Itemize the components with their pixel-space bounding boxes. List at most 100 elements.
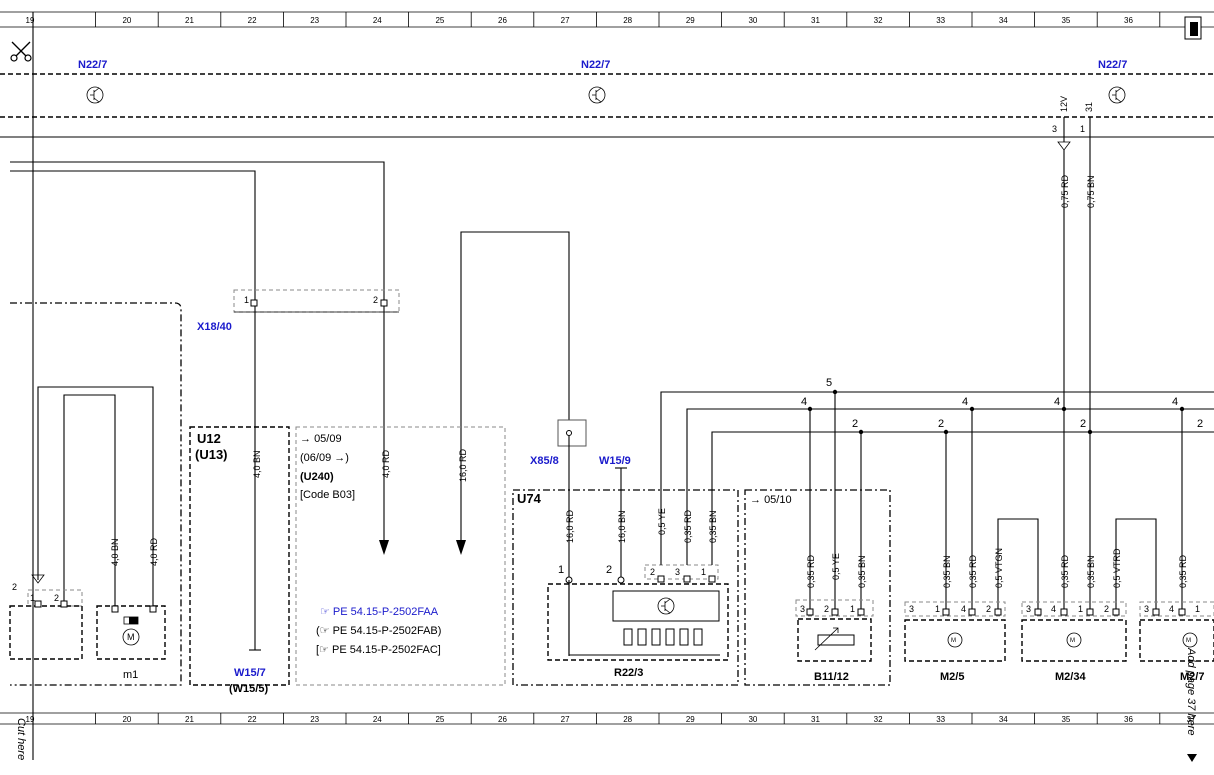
- ruler-number: 35: [1061, 16, 1070, 25]
- thermistor-icon: [817, 634, 855, 646]
- u74-label: U74: [517, 491, 542, 506]
- pin-terminal: [60, 600, 68, 608]
- ruler-number: 28: [623, 16, 632, 25]
- pin-connectors: [34, 575, 1186, 616]
- wire: [660, 391, 1214, 565]
- ruler-number: 24: [373, 16, 382, 25]
- wire-label: 4,0 BN: [110, 538, 120, 566]
- pin-terminal: [1112, 608, 1120, 616]
- transistor-icon: [86, 86, 104, 104]
- bus-label: 2: [1197, 418, 1203, 430]
- pin-label: 2: [824, 604, 829, 614]
- wire: [63, 394, 116, 606]
- wire-label: 4,0 RD: [149, 537, 159, 566]
- ruler-number: 30: [748, 715, 757, 724]
- add-page-note: Add page 37 here: [1185, 647, 1197, 735]
- ruler-number: 28: [623, 715, 632, 724]
- ruler-number: 22: [248, 715, 257, 724]
- code-label: [Code B03]: [300, 489, 355, 501]
- pin-label: 1: [244, 295, 249, 305]
- wire-label: 0,35 BN: [857, 555, 867, 588]
- ruler-number: 31: [811, 715, 820, 724]
- pin-terminal: [149, 605, 157, 613]
- ruler-number: 21: [185, 715, 194, 724]
- cut-here-label: Cut here: [15, 718, 27, 760]
- pin-terminal: [657, 575, 665, 583]
- ground-symbol: [1057, 141, 1071, 151]
- svg-text:M: M: [127, 632, 135, 642]
- ruler-number: 24: [373, 715, 382, 724]
- b11-12-box: [744, 489, 891, 686]
- m2-34-label: M2/34: [1055, 671, 1086, 683]
- pin-label: 2: [986, 604, 991, 614]
- r22-3-connector: [644, 564, 719, 580]
- svg-text:M: M: [1070, 638, 1075, 644]
- svg-text:M: M: [951, 638, 956, 644]
- b11-12-sensor: [797, 618, 872, 662]
- r22-3-module: [612, 590, 720, 622]
- bus-label: 2: [938, 418, 944, 430]
- ruler-number: 36: [1124, 715, 1133, 724]
- ruler-number: 19: [26, 715, 35, 724]
- w15-7-label: W15/7: [234, 667, 266, 679]
- pin-label: 3: [800, 604, 805, 614]
- transistor-icon: [1108, 86, 1126, 104]
- pe-reference: (☞ PE 54.15-P-2502FAB): [316, 625, 441, 637]
- bus-label: 4: [1172, 396, 1178, 408]
- pin-terminal: [708, 575, 716, 583]
- wire: [10, 161, 385, 300]
- m2-5-label: M2/5: [940, 671, 964, 683]
- ruler-number: 25: [435, 715, 444, 724]
- pin-label: 3: [1144, 604, 1149, 614]
- pin-label: 3: [675, 567, 680, 577]
- pe-reference[interactable]: ☞ PE 54.15-P-2502FAA: [320, 606, 439, 618]
- version-note: (06/09 →): [300, 452, 349, 464]
- pin-label: 2: [606, 564, 612, 576]
- wire-label: 0,5 VTGN: [994, 548, 1004, 588]
- pin-terminal: [942, 608, 950, 616]
- wire-label: 16,0 RD: [565, 509, 575, 543]
- pin-label: 2: [54, 593, 59, 603]
- wire: [711, 431, 1214, 565]
- bus-label: 4: [962, 396, 968, 408]
- pin-terminal: [683, 575, 691, 583]
- resistor-icon: [679, 628, 689, 646]
- m2-5-connector: [904, 601, 1006, 617]
- pin-terminal: [968, 608, 976, 616]
- wire-label: 0,35 BN: [942, 555, 952, 588]
- wire-label: 0,5 YE: [657, 508, 667, 535]
- pe-reference: [☞ PE 54.15-P-2502FAC]: [316, 644, 441, 656]
- pin-label: 4: [1051, 604, 1056, 614]
- v31-label: 31: [1084, 102, 1094, 112]
- wire-label: 0,35 RD: [1178, 554, 1188, 588]
- pin-terminal: [111, 605, 119, 613]
- resistor-icon: [693, 628, 703, 646]
- ruler-number: 31: [811, 16, 820, 25]
- arrow-down-icon: [456, 540, 466, 555]
- transistor-icon: [657, 597, 675, 615]
- m2-34-box: [1021, 619, 1127, 662]
- pin-terminal: [1060, 608, 1068, 616]
- pin-terminal: [1086, 608, 1094, 616]
- pin-label: 1: [30, 593, 35, 603]
- pin-label: 2: [1104, 604, 1109, 614]
- ruler-number: 19: [26, 16, 35, 25]
- pin-terminal: [994, 608, 1002, 616]
- ruler-number: 26: [498, 16, 507, 25]
- x18-40-label: X18/40: [197, 321, 232, 333]
- resistor-array: [623, 628, 703, 646]
- version-note: → 05/10: [750, 494, 792, 506]
- ruler-number: 21: [185, 16, 194, 25]
- pin-label: 4: [1169, 604, 1174, 614]
- pin-terminal: [1178, 608, 1186, 616]
- wire-label: 0,75 BN: [1086, 175, 1096, 208]
- wire-label: 0,75 RD: [1060, 174, 1070, 208]
- ruler-number: 29: [686, 16, 695, 25]
- ruler-number: 22: [248, 16, 257, 25]
- m2-7-connector: [1139, 601, 1214, 617]
- m2-5-box: [904, 619, 1006, 662]
- pin-terminal: [34, 600, 42, 608]
- bus-label: 4: [801, 396, 807, 408]
- pin-label: 2: [650, 567, 655, 577]
- variant-note-box: [295, 426, 506, 686]
